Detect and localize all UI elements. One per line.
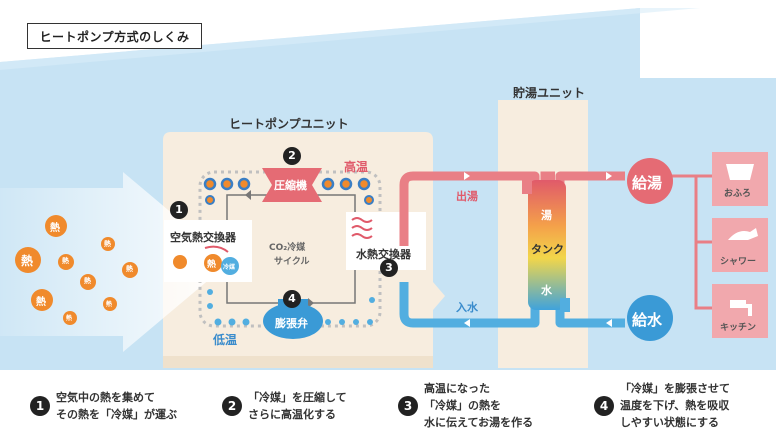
refrigerant-dots-cold [207, 289, 375, 326]
water-supply-circle [627, 295, 673, 341]
step-2-number: 2 [222, 395, 242, 416]
hot-water-pipe [399, 171, 625, 246]
heat-particle-label: 熱 [36, 297, 46, 308]
step-4-text: しやすい状態にする [620, 416, 719, 429]
water-supply-label: 給水 [632, 311, 663, 329]
transfer-arrow-icon [204, 245, 229, 253]
hot-water-pipe-right [540, 171, 555, 186]
badge-1: 1 [170, 201, 188, 219]
heat-particle-label: 熱 [126, 265, 133, 273]
step-1-text: その熱を「冷媒」が運ぶ [56, 407, 177, 421]
step-1-text: 空気中の熱を集めて [56, 390, 155, 404]
heat-particle-label: 熱 [104, 240, 111, 248]
cycle-label-1: CO₂冷媒 [269, 243, 306, 253]
step-1: 1 空気中の熱を集めて その熱を「冷媒」が運ぶ [30, 370, 177, 441]
loop-arrow-bottom [308, 298, 314, 308]
heatpump-base [163, 356, 433, 368]
kitchen-box [712, 284, 768, 338]
tank-outlet-top [522, 180, 532, 194]
bath-icon [726, 164, 754, 180]
step-divider-1 [187, 373, 204, 437]
cycle-label-2: サイクル [274, 257, 310, 267]
tank [528, 180, 566, 310]
expansion-valve-shape [263, 303, 323, 339]
heatpump-unit-box [163, 132, 445, 364]
heat-particle-label: 熱 [62, 257, 69, 265]
low-temp-label: 低温 [213, 333, 238, 347]
hot-out-arrow [464, 172, 470, 180]
heat-particle-label: 熱 [84, 277, 91, 285]
step-2: 2 「冷媒」を圧縮して さらに高温化する [222, 370, 347, 441]
water-in-label: 入水 [456, 301, 478, 314]
air-heat-exchanger-label: 空気熱交換器 [170, 231, 236, 244]
water-supply-arrow [606, 319, 612, 327]
shower-box [712, 218, 768, 272]
water-in-arrow [464, 319, 470, 327]
fixture-connector-vertical [694, 176, 712, 310]
hot-supply-label: 給湯 [632, 174, 663, 192]
tank-label: タンク [531, 243, 564, 256]
expansion-valve-label: 膨張弁 [275, 317, 308, 330]
heat-particle-label: 熱 [50, 223, 60, 234]
hot-out-label: 出湯 [456, 190, 478, 203]
hot-supply-circle [627, 158, 673, 204]
step-4-number: 4 [594, 395, 614, 416]
step-4: 4 「冷媒」を膨張させて 温度を下げ、熱を吸収 しやすい状態にする [594, 370, 730, 441]
storage-unit-label: 貯湯ユニット [513, 86, 586, 100]
loop-arrow-top [245, 190, 251, 200]
tank-inlet-bottom [560, 298, 570, 312]
shower-label: シャワー [720, 257, 757, 267]
hot-supply-arrow [606, 172, 612, 180]
heat-particle-label: 熱 [21, 254, 34, 268]
sky-light-strip [0, 8, 700, 70]
compressor-shape [262, 168, 322, 202]
step-2-text: 「冷媒」を圧縮して [248, 390, 347, 404]
refrigerant-ball-label: 冷媒 [223, 264, 236, 271]
step-4-text: 温度を下げ、熱を吸収 [620, 399, 730, 412]
page-title: ヒートポンプ方式のしくみ [27, 23, 202, 49]
heat-dot-icon [173, 255, 187, 269]
step-3-number: 3 [398, 395, 418, 416]
heat-ball-label: 熱 [207, 260, 217, 270]
tank-water-label: 水 [541, 284, 552, 297]
wave-icon [351, 217, 373, 239]
badge-4: 4 [283, 290, 301, 308]
heat-particle-label: 熱 [106, 301, 113, 308]
step-3-text: 「冷媒」の熱を [424, 399, 501, 412]
step-3-text: 高温になった [424, 382, 490, 395]
air-heat-exchanger-card [164, 220, 252, 282]
refrigerant-dots-hot [203, 177, 374, 205]
high-temp-label: 高温 [344, 160, 369, 174]
refrigerant-ball-icon [221, 257, 239, 275]
tank-hot-label: 湯 [541, 209, 552, 222]
step-2-text: さらに高温化する [248, 407, 336, 421]
water-heat-exchanger-label: 水熱交換器 [356, 248, 411, 261]
kitchen-faucet-icon [730, 300, 752, 316]
heat-particles [15, 215, 138, 325]
shower-icon [728, 228, 758, 240]
step-divider-3 [561, 373, 578, 437]
step-3-text: 水に伝えてお湯を作る [424, 416, 534, 429]
heat-ball-icon [204, 254, 222, 272]
badge-3: 3 [380, 259, 398, 277]
step-3: 3 高温になった 「冷媒」の熱を 水に伝えてお湯を作る [398, 370, 533, 441]
step-1-number: 1 [30, 395, 50, 416]
heatpump-unit-label: ヒートポンプユニット [229, 117, 349, 131]
compressor-label: 圧縮機 [274, 179, 307, 192]
heat-particle-label: 熱 [66, 315, 73, 322]
badge-2: 2 [283, 147, 301, 165]
bath-label: おふろ [724, 189, 752, 199]
step-divider-2 [361, 373, 378, 437]
step-4-text: 「冷媒」を膨張させて [620, 382, 730, 395]
kitchen-label: キッチン [720, 323, 757, 333]
